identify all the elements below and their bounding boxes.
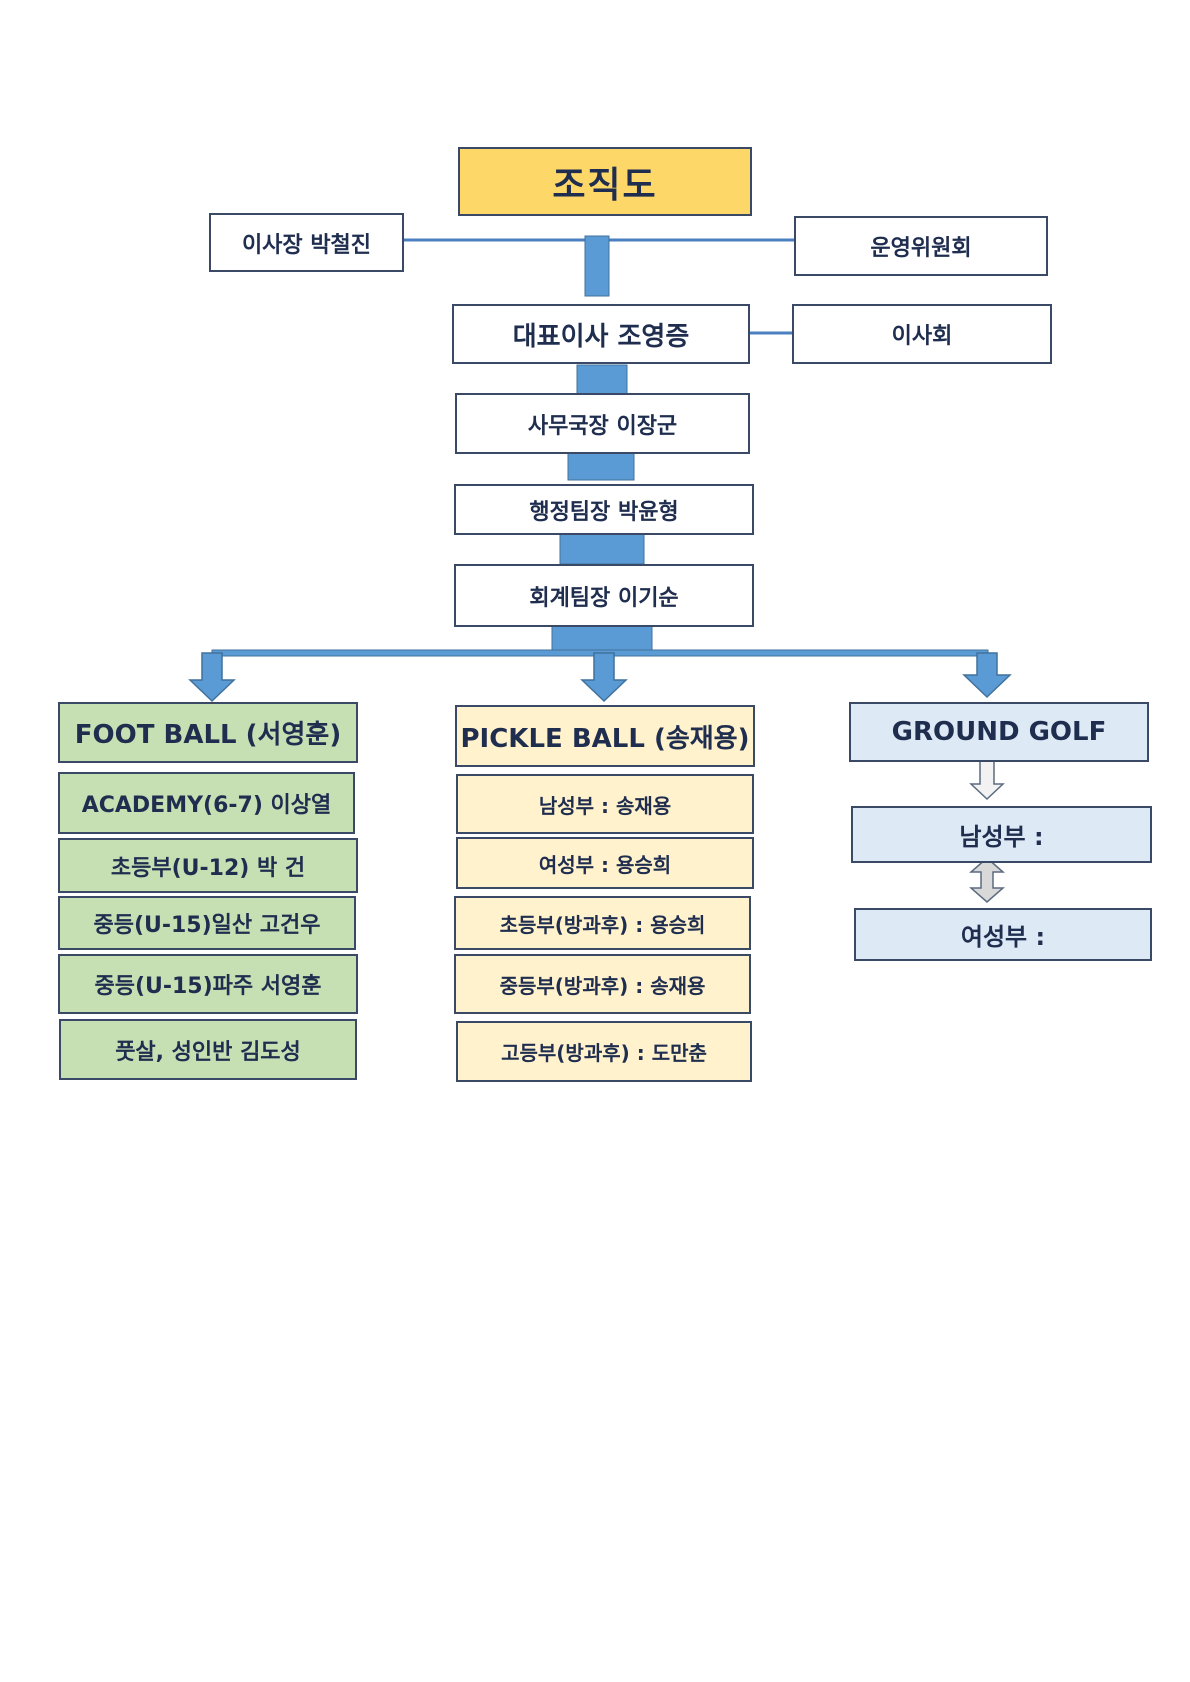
connector-bar — [567, 451, 635, 481]
arrow-down-icon — [962, 652, 1012, 699]
connector-bar — [559, 533, 645, 565]
arrow-down-icon — [580, 652, 628, 703]
football-item: 중등(U-15)파주 서영훈 — [58, 954, 358, 1014]
pickleball-header: PICKLE BALL (송재용) — [455, 705, 755, 767]
groundgolf-header: GROUND GOLF — [849, 702, 1149, 762]
secretary-general-box: 사무국장 이장군 — [455, 393, 750, 454]
connector-bar — [576, 364, 628, 395]
connector-bar — [584, 235, 610, 297]
arrow-down-icon — [188, 652, 236, 703]
arrow-down-hollow-icon — [969, 758, 1005, 801]
connector-bar — [551, 625, 653, 654]
football-item: ACADEMY(6-7) 이상열 — [58, 772, 355, 834]
groundgolf-item: 남성부 : — [851, 806, 1152, 863]
committee-box: 운영위원회 — [794, 216, 1048, 276]
football-item: 풋살, 성인반 김도성 — [59, 1019, 357, 1080]
accounting-team-box: 회계팀장 이기순 — [454, 564, 754, 627]
ceo-box: 대표이사 조영증 — [452, 304, 750, 364]
pickleball-item: 중등부(방과후) : 송재용 — [454, 954, 751, 1014]
football-item: 초등부(U-12) 박 건 — [58, 838, 358, 893]
pickleball-item: 초등부(방과후) : 용승희 — [454, 896, 751, 950]
page-title: 조직도 — [458, 147, 752, 216]
pickleball-item: 여성부 : 용승희 — [456, 837, 754, 889]
chairman-box: 이사장 박철진 — [209, 213, 404, 272]
pickleball-item: 남성부 : 송재용 — [456, 774, 754, 834]
groundgolf-item: 여성부 : — [854, 908, 1152, 961]
admin-team-box: 행정팀장 박윤형 — [454, 484, 754, 535]
football-item: 중등(U-15)일산 고건우 — [58, 896, 356, 950]
double-arrow-icon — [969, 857, 1005, 903]
board-box: 이사회 — [792, 304, 1052, 364]
football-header: FOOT BALL (서영훈) — [58, 702, 358, 763]
pickleball-item: 고등부(방과후) : 도만춘 — [456, 1021, 752, 1082]
